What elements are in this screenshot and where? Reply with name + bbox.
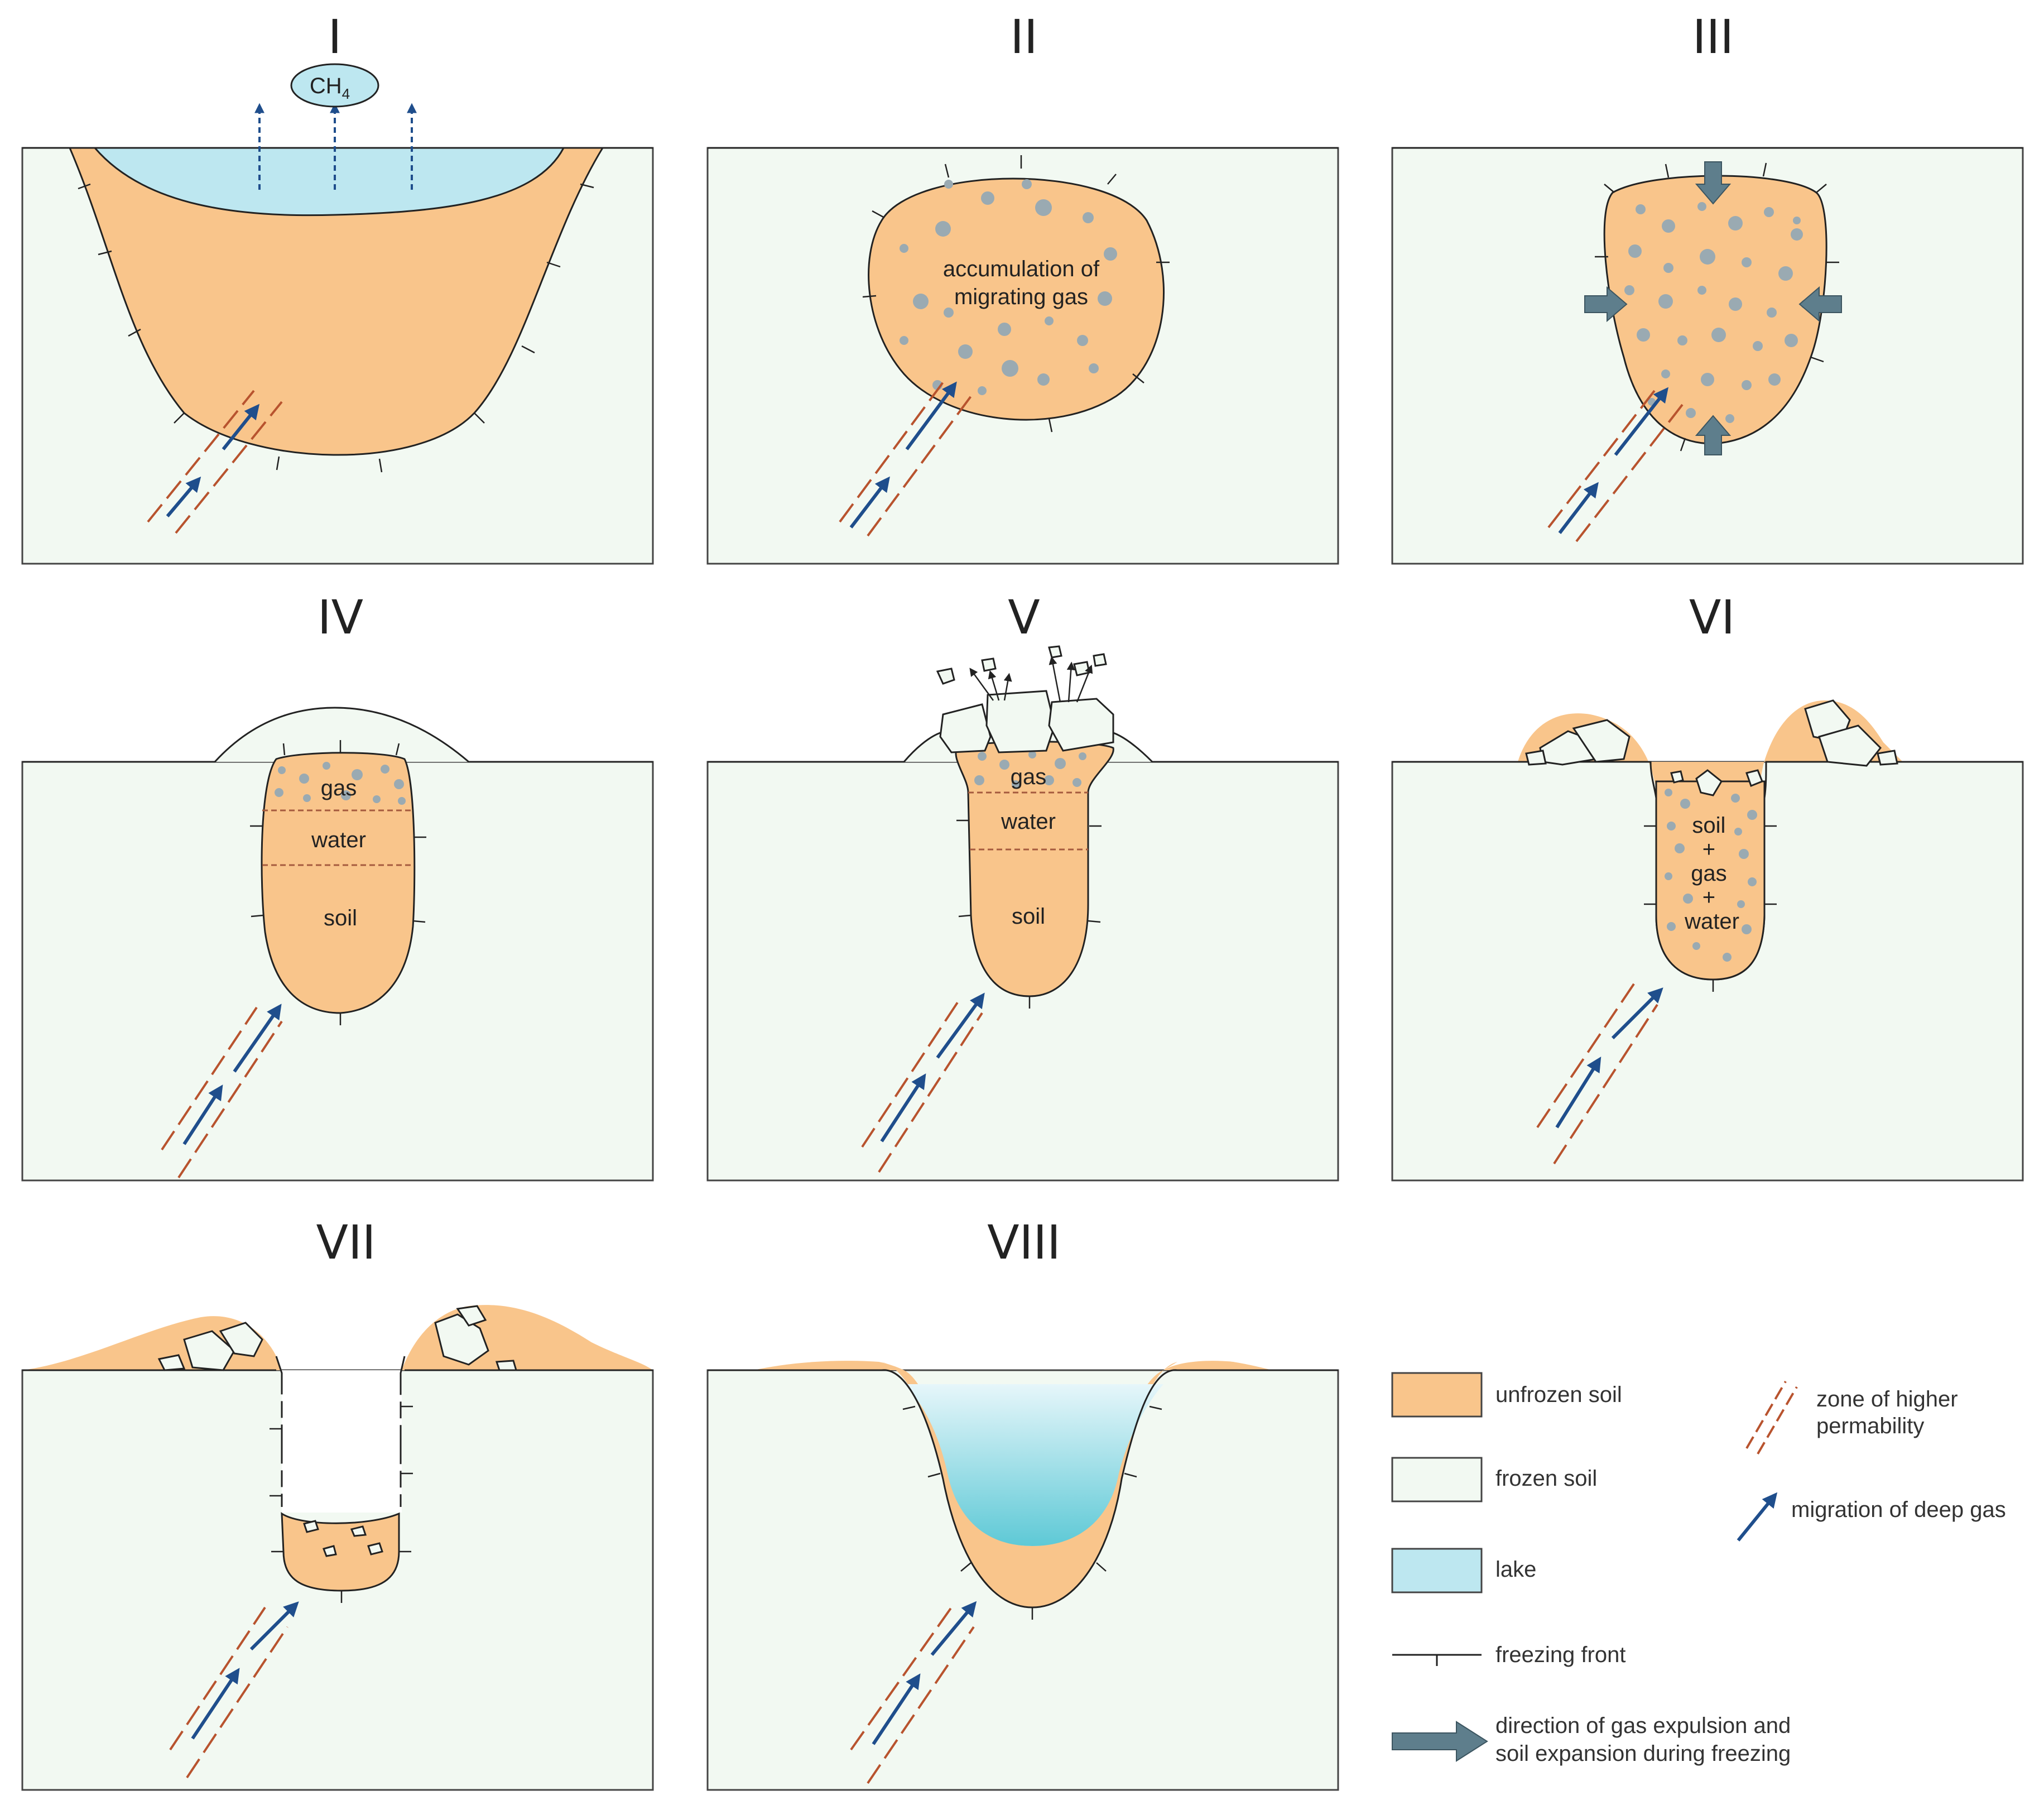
panel-III: III	[1391, 9, 2024, 565]
crater-walls	[275, 1356, 406, 1507]
panel-VII: VII	[21, 1215, 654, 1791]
crater-void	[282, 1370, 402, 1513]
panel-numeral: IV	[318, 590, 363, 645]
lake-label: lake	[1495, 1557, 1536, 1582]
legend-migration: migration of deep gas	[1737, 1492, 2006, 1542]
unfrozen-soil-label: unfrozen soil	[1495, 1382, 1622, 1407]
freezing-front-ticks	[862, 155, 1170, 433]
gas-bubbles	[1665, 789, 1757, 962]
deep-gas-conduit	[169, 1601, 299, 1779]
debris-trajectories	[969, 656, 1093, 703]
freezing-front-ticks	[902, 1405, 1162, 1620]
ejected-soil-rim	[1518, 700, 1903, 793]
permeability-label: zone of higher permability	[1816, 1387, 1964, 1438]
gas-layer-label: gas	[321, 776, 357, 800]
lake	[93, 147, 565, 217]
methane-release-arrows	[254, 103, 417, 190]
panel-numeral: VI	[1689, 590, 1735, 645]
gas-layer-label: gas	[1011, 765, 1047, 789]
expansion-arrow-bottom	[1695, 415, 1732, 455]
deep-gas-conduit	[1547, 387, 1684, 542]
panel-VI: soil + gas + water VI	[1391, 590, 2024, 1182]
expansion-arrow-top	[1695, 161, 1732, 205]
mixture-label: soil + gas + water	[1684, 813, 1739, 934]
expansion-arrow-left	[1584, 286, 1628, 323]
deep-gas-conduit	[161, 1004, 283, 1179]
permeability-sample	[1745, 1380, 1787, 1449]
frozen-soil-swatch	[1391, 1457, 1483, 1502]
ejected-ice-blocks	[936, 645, 1114, 753]
frozen-soil-label: frozen soil	[1495, 1466, 1597, 1491]
migration-arrow-sample	[1737, 1492, 1778, 1542]
cryopeg-cavity	[261, 752, 416, 1014]
expansion-label: direction of gas expulsion and soil expa…	[1495, 1713, 1797, 1766]
panel-numeral: VII	[316, 1215, 376, 1270]
gas-accumulation-body	[868, 177, 1165, 421]
gas-bubbles	[1624, 202, 1810, 423]
panel-numeral: I	[328, 9, 342, 64]
crater-lake	[904, 1384, 1163, 1546]
panel-I: CH4 I	[21, 9, 654, 565]
soil-layer-label: soil	[1012, 904, 1045, 929]
panel-numeral: III	[1692, 9, 1734, 64]
ejecta-right	[1163, 1361, 1272, 1370]
water-layer-label: water	[311, 828, 366, 852]
panel-numeral: V	[1008, 590, 1040, 645]
unfrozen-talik	[68, 147, 604, 456]
unfrozen-soil-swatch	[1391, 1372, 1483, 1418]
legend-unfrozen-soil: unfrozen soil	[1391, 1372, 1622, 1418]
legend-frozen-soil: frozen soil	[1391, 1457, 1597, 1502]
legend-expansion: direction of gas expulsion and soil expa…	[1392, 1713, 1797, 1766]
legend-permeability: zone of higher permability	[1745, 1380, 1964, 1455]
freezing-front-label: freezing front	[1495, 1643, 1625, 1667]
legend: unfrozen soil frozen soil lake freezing …	[1391, 1372, 2006, 1766]
freezing-front-ticks	[1595, 162, 1839, 452]
deep-gas-conduit	[861, 992, 985, 1173]
freezing-front-ticks	[250, 740, 426, 1025]
deep-gas-conduit	[1536, 981, 1663, 1165]
methane-label: CH4	[310, 74, 350, 102]
migration-label: migration of deep gas	[1791, 1497, 2006, 1522]
methane-bubble	[290, 63, 379, 108]
crater-floor-soil	[281, 1512, 400, 1592]
freezing-front-ticks	[1644, 825, 1777, 992]
deep-gas-conduit	[147, 390, 283, 534]
expansion-arrow-right	[1798, 286, 1842, 323]
gas-bubbles	[275, 762, 406, 805]
legend-freezing-front: freezing front	[1392, 1643, 1625, 1667]
expansion-arrows	[1584, 161, 1842, 455]
expansion-arrow-sample	[1392, 1721, 1488, 1762]
panel-numeral: II	[1010, 9, 1038, 64]
ice-blocks-rim	[157, 1305, 518, 1557]
gas-bubbles	[974, 751, 1086, 788]
freezing-front-ticks	[270, 1405, 413, 1603]
lake-swatch	[1391, 1548, 1483, 1593]
panel-V: gas water soil V	[706, 590, 1339, 1182]
deep-gas-conduit	[850, 1601, 977, 1784]
deep-gas-conduit	[839, 381, 972, 537]
legend-lake: lake	[1391, 1548, 1536, 1593]
ice-blocks-rim	[1525, 699, 1898, 796]
surface-mound	[22, 707, 653, 763]
soil-layer-label: soil	[324, 906, 357, 930]
panel-VIII: VIII	[706, 1215, 1339, 1791]
ejecta-left	[753, 1361, 904, 1370]
panel-numeral: VIII	[987, 1215, 1061, 1270]
water-layer-label: water	[1001, 809, 1056, 834]
panel-IV: gas water soil IV	[21, 590, 654, 1182]
freezing-front-ticks	[956, 819, 1102, 1009]
freezing-front-ticks	[78, 183, 594, 473]
